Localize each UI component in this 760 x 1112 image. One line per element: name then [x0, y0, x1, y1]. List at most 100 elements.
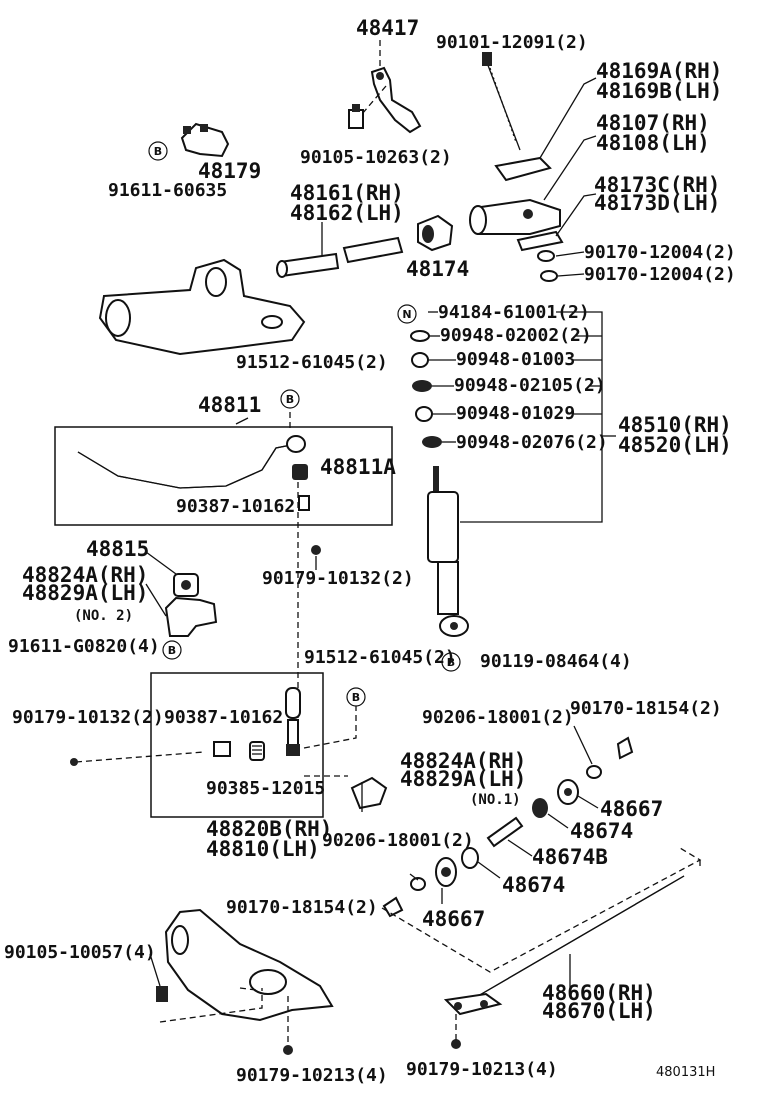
svg-text:B: B: [447, 656, 455, 669]
shock-absorber-48510-drawing: [427, 466, 469, 637]
label-48510: 48510(RH): [618, 413, 732, 437]
label-48417: 48417: [356, 16, 419, 40]
upper-arm-drawing: [98, 258, 306, 356]
label-90948-01003: 90948-01003: [456, 349, 575, 370]
washer-90206-18001-drawing: [573, 725, 602, 779]
bolt-90387-10162-drawing: [298, 495, 310, 511]
plate-48169-drawing: [494, 77, 597, 182]
label-48829a-a: 48829A(LH): [22, 581, 148, 605]
label-90948-01029: 90948-01029: [456, 403, 575, 424]
label-90206-18001-a: 90206-18001(2): [422, 707, 574, 728]
bracket-48179-drawing: [180, 122, 230, 158]
callout-b-91611-g0820: B: [162, 640, 182, 660]
label-91512-61045-a: 91512-61045(2): [236, 352, 388, 373]
bolt-90101-12091-drawing: [482, 52, 521, 151]
label-91512-61045-b: 91512-61045(2): [304, 647, 456, 668]
svg-text:B: B: [352, 691, 360, 704]
bushing-48674-upper-drawing: [532, 798, 569, 829]
nut-90179-10132-drawing: [311, 545, 321, 570]
label-90170-12004-b: 90170-12004(2): [584, 264, 736, 285]
label-90206-18001-b: 90206-18001(2): [322, 830, 474, 851]
label-48824a-b: 48824A(RH): [400, 749, 526, 773]
label-48670: 48670(LH): [542, 999, 656, 1023]
shock-leader-bracket: [428, 311, 616, 523]
label-48107: 48107(RH): [596, 111, 710, 135]
label-48820b: 48820B(RH): [206, 817, 332, 841]
label-90179-10213-b: 90179-10213(4): [406, 1059, 558, 1080]
label-48674-a: 48674: [570, 819, 633, 843]
label-48169b: 48169B(LH): [596, 79, 722, 103]
bushing-48174-drawing: [417, 214, 454, 252]
link-48820b-drawing: [285, 687, 301, 756]
label-48108: 48108(LH): [596, 131, 710, 155]
label-48174: 48174: [406, 257, 469, 281]
nut-90179-10213-drawing: [283, 1014, 461, 1055]
stabilizer-link-group-box: [150, 672, 324, 818]
label-no1: (NO.1): [470, 792, 521, 808]
nut-90170-18154-upper-drawing: [616, 736, 634, 760]
callout-b-91512-b: B: [346, 687, 366, 707]
label-90387-10162-b: 90387-10162: [164, 707, 283, 728]
svg-text:N: N: [402, 308, 411, 321]
nut-90170-18154-lower-drawing: [382, 896, 404, 918]
label-90170-18154-a: 90170-18154(2): [570, 698, 722, 719]
label-91611-g0820: 91611-G0820(4): [8, 636, 160, 657]
label-94184-61001: 94184-61001(2): [438, 302, 590, 323]
label-90948-02076: 90948-02076(2): [456, 432, 608, 453]
label-90179-10132-a: 90179-10132(2): [262, 568, 414, 589]
svg-text:B: B: [168, 644, 176, 657]
shaft-48161-drawing: [276, 222, 404, 278]
label-90105-10057: 90105-10057(4): [4, 942, 156, 963]
label-48829a-b: 48829A(LH): [400, 767, 526, 791]
label-90385-12015: 90385-12015: [206, 778, 325, 799]
label-48173c: 48173C(RH): [594, 173, 720, 197]
bracket-48824a-drawing: [145, 583, 218, 637]
bushing-90387-10162-link-drawing: [213, 741, 231, 757]
label-48667-a: 48667: [600, 797, 663, 821]
label-90948-02002: 90948-02002(2): [440, 325, 592, 346]
label-90948-02105: 90948-02105(2): [454, 375, 606, 396]
callout-b-91611-60635: B: [148, 141, 168, 161]
label-90179-10213-a: 90179-10213(4): [236, 1065, 388, 1086]
bolt-90105-10263-drawing: [348, 104, 364, 129]
stabilizer-group-box: [54, 426, 393, 526]
svg-text:B: B: [154, 145, 162, 158]
callout-b-90119: B: [441, 652, 461, 672]
bolt-90105-10057-drawing: [149, 953, 168, 1002]
svg-text:B: B: [286, 393, 294, 406]
callout-n-94184: N: [397, 304, 417, 324]
label-90105-10263: 90105-10263(2): [300, 147, 452, 168]
label-48674b: 48674B: [532, 845, 608, 869]
plate-48173-drawing: [516, 193, 597, 252]
label-90119-08464: 90119-08464(4): [480, 651, 632, 672]
label-48173d: 48173D(LH): [594, 191, 720, 215]
bushing-48107-drawing: [469, 135, 597, 235]
label-90170-18154-b: 90170-18154(2): [226, 897, 378, 918]
bushing-48815-drawing: [145, 551, 199, 597]
label-48815: 48815: [86, 537, 149, 561]
nut-90170-12004-drawing: [537, 250, 585, 282]
spacer-90385-12015-drawing: [249, 741, 265, 761]
label-48660: 48660(RH): [542, 981, 656, 1005]
label-90387-10162-a: 90387-10162: [176, 496, 295, 517]
label-48161: 48161(RH): [290, 181, 404, 205]
stabilizer-bar-48811-drawing: [77, 435, 306, 489]
bushing-48674-lower-drawing: [461, 847, 501, 879]
washer-90206-18001-lower-drawing: [409, 873, 426, 891]
label-48824a-a: 48824A(RH): [22, 563, 148, 587]
label-91611-60635: 91611-60635: [108, 180, 227, 201]
label-48162: 48162(LH): [290, 201, 404, 225]
bracket-48417-drawing: [361, 40, 422, 134]
label-48169a: 48169A(RH): [596, 59, 722, 83]
label-no2: (NO. 2): [74, 608, 133, 624]
label-48811: 48811: [198, 393, 261, 417]
label-48667-b: 48667: [422, 907, 485, 931]
bushing-48811a-drawing: [292, 464, 308, 480]
label-90101-12091: 90101-12091(2): [436, 32, 588, 53]
bracket-48824a-no1-drawing: [350, 776, 388, 812]
label-90179-10132-b: 90179-10132(2): [12, 707, 164, 728]
label-90170-12004-a: 90170-12004(2): [584, 242, 736, 263]
bushing-48667-lower-drawing: [435, 857, 457, 904]
label-48520: 48520(LH): [618, 433, 732, 457]
